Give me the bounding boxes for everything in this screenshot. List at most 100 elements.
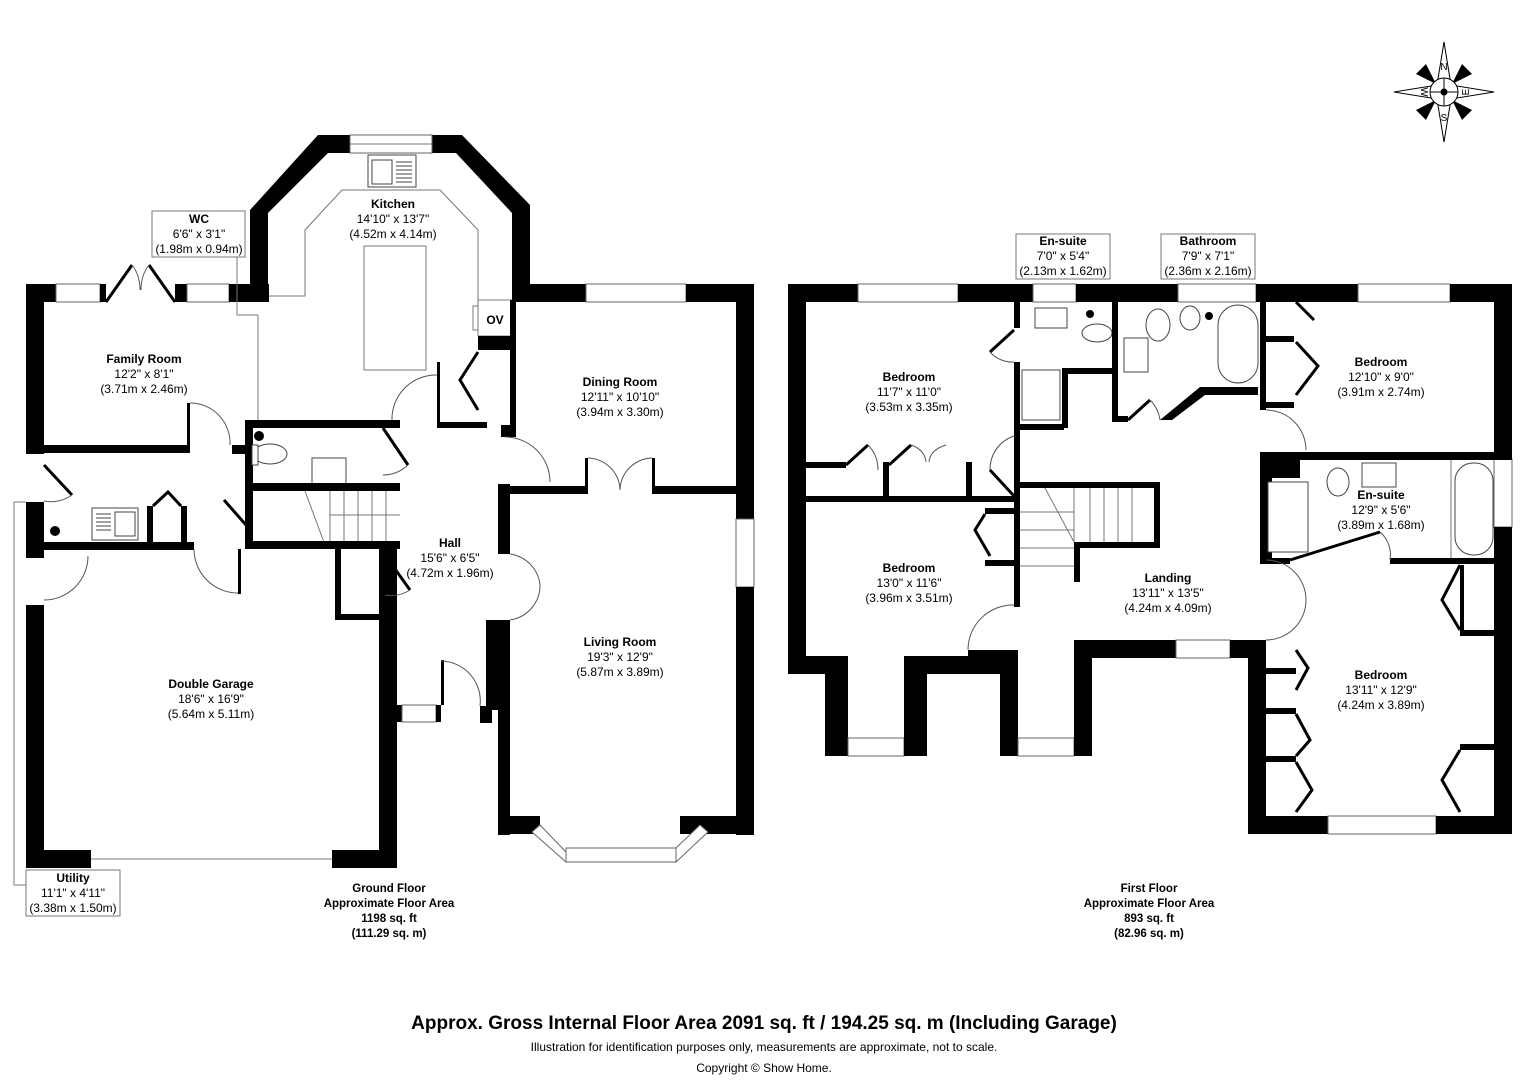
shower-icon <box>1021 369 1061 421</box>
svg-text:Bedroom: Bedroom <box>883 561 936 575</box>
room-label-ensuite-1: En-suite 7'0" x 5'4" (2.13m x 1.62m) <box>1019 234 1106 278</box>
svg-text:(3.89m x 1.68m): (3.89m x 1.68m) <box>1337 518 1424 532</box>
copyright: Copyright © Show Home. <box>696 1061 832 1075</box>
utility-wall <box>26 502 44 558</box>
svg-text:13'11" x 13'5": 13'11" x 13'5" <box>1132 586 1204 600</box>
room-label-landing: Landing 13'11" x 13'5" (4.24m x 4.09m) <box>1124 571 1211 615</box>
svg-text:Bathroom: Bathroom <box>1180 234 1237 248</box>
svg-text:(3.96m x 3.51m): (3.96m x 3.51m) <box>865 591 952 605</box>
family-room-window <box>186 283 230 303</box>
svg-text:19'3" x 12'9": 19'3" x 12'9" <box>587 650 653 664</box>
svg-text:Family Room: Family Room <box>106 352 181 366</box>
svg-text:WC: WC <box>189 212 209 226</box>
svg-text:Approximate Floor Area: Approximate Floor Area <box>324 898 455 910</box>
svg-text:12'9" x 5'6": 12'9" x 5'6" <box>1351 503 1410 517</box>
soil-pipe-icon <box>254 431 264 441</box>
svg-text:13'0" x 11'6": 13'0" x 11'6" <box>877 576 942 590</box>
compass-rose-icon: N S W E <box>1393 41 1495 143</box>
svg-text:Approximate Floor Area: Approximate Floor Area <box>1084 898 1215 910</box>
kitchen-wall <box>432 135 530 300</box>
svg-text:6'6" x 3'1": 6'6" x 3'1" <box>173 227 225 241</box>
room-label-bedroom-4: Bedroom 13'11" x 12'9" (4.24m x 3.89m) <box>1337 668 1424 712</box>
svg-text:(3.94m x 3.30m): (3.94m x 3.30m) <box>576 405 663 419</box>
ground-floor-summary: Ground Floor Approximate Floor Area 1198… <box>324 883 455 940</box>
svg-text:(2.13m x 1.62m): (2.13m x 1.62m) <box>1019 264 1106 278</box>
wc-callout <box>151 210 246 258</box>
svg-text:(5.87m x 3.89m): (5.87m x 3.89m) <box>576 665 663 679</box>
stairs-icon <box>304 490 400 546</box>
toilet-icon <box>1081 323 1113 343</box>
svg-text:(1.98m x 0.94m): (1.98m x 0.94m) <box>155 242 242 256</box>
svg-text:En-suite: En-suite <box>1357 488 1405 502</box>
svg-text:Utility: Utility <box>56 871 90 885</box>
room-label-dining-room: Dining Room 12'11" x 10'10" (3.94m x 3.3… <box>576 375 663 419</box>
bathroom-callout <box>1160 233 1256 280</box>
landing-window <box>1175 639 1231 659</box>
ground-floor-plan <box>13 134 755 886</box>
bedroom-window <box>1327 815 1437 835</box>
svg-text:(3.91m x 2.74m): (3.91m x 2.74m) <box>1337 385 1424 399</box>
svg-text:(3.53m x 3.35m): (3.53m x 3.35m) <box>865 400 952 414</box>
svg-text:(4.24m x 4.09m): (4.24m x 4.09m) <box>1124 601 1211 615</box>
bath-icon <box>1454 462 1494 556</box>
svg-text:(82.96 sq. m): (82.96 sq. m) <box>1114 928 1184 940</box>
svg-text:1198 sq. ft: 1198 sq. ft <box>361 913 417 925</box>
svg-text:13'11" x 12'9": 13'11" x 12'9" <box>1345 683 1417 697</box>
first-floor-plan <box>788 283 1513 835</box>
family-room-window <box>55 283 101 303</box>
kitchen-wall <box>250 135 350 300</box>
svg-text:(3.71m x 2.46m): (3.71m x 2.46m) <box>100 382 187 396</box>
svg-text:(4.72m x 1.96m): (4.72m x 1.96m) <box>406 566 493 580</box>
svg-text:893 sq. ft: 893 sq. ft <box>1124 913 1174 925</box>
room-label-double-garage: Double Garage 18'6" x 16'9" (5.64m x 5.1… <box>168 677 254 721</box>
gross-floor-area: Approx. Gross Internal Floor Area 2091 s… <box>411 1013 1117 1034</box>
compass-south: S <box>1441 113 1448 124</box>
svg-text:(5.64m x 5.11m): (5.64m x 5.11m) <box>168 707 254 721</box>
ensuite-callout <box>1015 233 1111 280</box>
bidet-icon <box>1179 305 1201 331</box>
svg-text:15'6" x 6'5": 15'6" x 6'5" <box>420 551 479 565</box>
room-label-utility: Utility 11'1" x 4'11" (3.38m x 1.50m) <box>29 871 116 915</box>
room-label-living-room: Living Room 19'3" x 12'9" (5.87m x 3.89m… <box>576 635 663 679</box>
svg-text:12'11" x 10'10": 12'11" x 10'10" <box>581 390 659 404</box>
svg-text:Dining Room: Dining Room <box>583 375 658 389</box>
compass-north: N <box>1440 62 1447 73</box>
room-label-bedroom-1: Bedroom 11'7" x 11'0" (3.53m x 3.35m) <box>865 370 952 414</box>
basin-icon <box>1034 307 1068 329</box>
room-label-bathroom: Bathroom 7'9" x 7'1" (2.36m x 2.16m) <box>1164 234 1251 278</box>
svg-text:Bedroom: Bedroom <box>1355 668 1408 682</box>
svg-text:Hall: Hall <box>439 536 461 550</box>
svg-text:Bedroom: Bedroom <box>883 370 936 384</box>
svg-text:12'2" x 8'1": 12'2" x 8'1" <box>114 367 173 381</box>
compass-east: E <box>1461 88 1472 95</box>
svg-text:Ground Floor: Ground Floor <box>352 883 426 895</box>
svg-text:(3.38m x 1.50m): (3.38m x 1.50m) <box>29 901 116 915</box>
bedroom-window <box>847 737 905 757</box>
svg-text:Bedroom: Bedroom <box>1355 355 1408 369</box>
dining-room-wall <box>516 284 586 302</box>
first-floor-summary: First Floor Approximate Floor Area 893 s… <box>1084 883 1215 940</box>
svg-text:(111.29 sq. m): (111.29 sq. m) <box>352 928 427 940</box>
room-label-kitchen: Kitchen 14'10" x 13'7" (4.52m x 4.14m) <box>349 197 436 241</box>
disclaimer: Illustration for identification purposes… <box>530 1040 998 1054</box>
room-label-bedroom-2: Bedroom 12'10" x 9'0" (3.91m x 2.74m) <box>1337 355 1424 399</box>
svg-text:7'0" x 5'4": 7'0" x 5'4" <box>1037 249 1089 263</box>
svg-text:12'10" x 9'0": 12'10" x 9'0" <box>1348 370 1414 384</box>
dining-room-window <box>585 283 687 303</box>
oven-label: OV <box>486 313 503 327</box>
svg-text:11'7" x 11'0": 11'7" x 11'0" <box>877 385 941 399</box>
svg-text:Landing: Landing <box>1145 571 1192 585</box>
basin-icon <box>1361 462 1397 488</box>
utility-callout <box>25 869 121 917</box>
kitchen-island <box>363 245 427 371</box>
bay-window <box>565 847 677 863</box>
svg-text:Kitchen: Kitchen <box>371 197 415 211</box>
svg-text:14'10" x 13'7": 14'10" x 13'7" <box>357 212 430 226</box>
room-label-hall: Hall 15'6" x 6'5" (4.72m x 1.96m) <box>406 536 493 580</box>
bath-icon <box>1217 304 1259 384</box>
svg-text:11'1" x 4'11": 11'1" x 4'11" <box>41 886 105 900</box>
svg-text:(4.24m x 3.89m): (4.24m x 3.89m) <box>1337 698 1424 712</box>
hall-window <box>401 704 437 723</box>
svg-text:En-suite: En-suite <box>1039 234 1087 248</box>
